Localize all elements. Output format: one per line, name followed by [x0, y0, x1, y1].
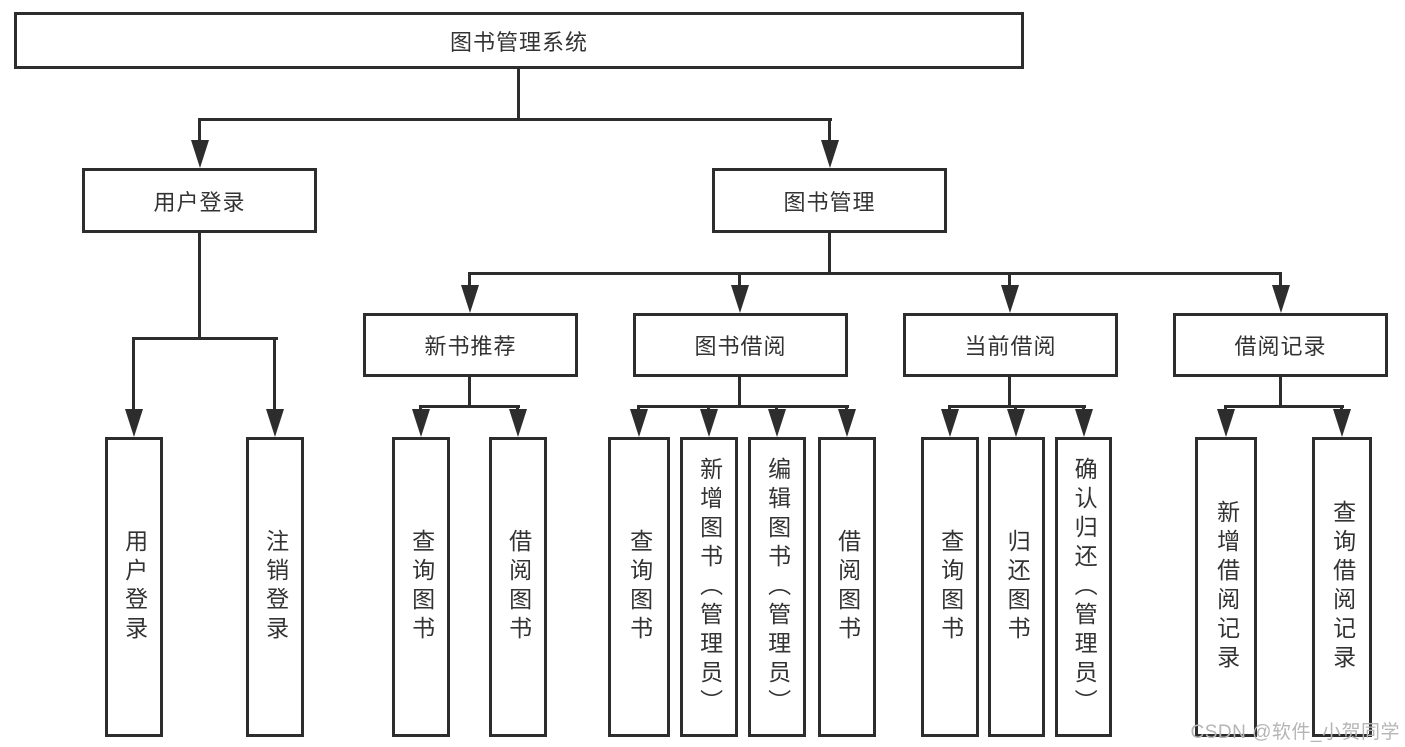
connector-arrow-stem: [198, 118, 201, 142]
node-current-borrow: 当前借阅: [903, 313, 1118, 377]
connector-stub: [1279, 377, 1282, 407]
connector-arrow-stem: [1279, 272, 1282, 289]
arrow-down-icon: [731, 285, 749, 313]
leaf-add-books-admin-label: 新增图书（管理员）: [696, 456, 723, 718]
connector-level2-hline: [198, 118, 832, 121]
leaf-borrow-books-label: 借阅图书: [834, 529, 861, 645]
node-borrow-records: 借阅记录: [1173, 313, 1388, 377]
leaf-query-borrow-record: 查询借阅记录: [1312, 437, 1372, 737]
arrow-down-icon: [125, 409, 143, 437]
leaf-query-borrow-record-label: 查询借阅记录: [1329, 500, 1356, 674]
connector-arrow-stem: [738, 272, 741, 289]
arrow-down-icon: [412, 409, 430, 437]
connector-arrow-stem: [273, 337, 276, 413]
arrow-down-icon: [1075, 409, 1093, 437]
arrow-down-icon: [509, 409, 527, 437]
leaf-return-books: 归还图书: [988, 437, 1045, 737]
connector-leaf-hline: [637, 405, 849, 408]
node-user-login-label: 用户登录: [153, 189, 246, 215]
node-new-book-recommend-label: 新书推荐: [424, 334, 517, 359]
leaf-query-books-current: 查询图书: [921, 437, 979, 737]
leaf-return-books-label: 归还图书: [1004, 529, 1031, 645]
arrow-down-icon: [1272, 285, 1290, 313]
leaf-query-books-current-label: 查询图书: [937, 529, 964, 645]
node-book-management: 图书管理: [712, 168, 947, 233]
arrow-down-icon: [700, 409, 718, 437]
connector-arrow-stem: [1008, 272, 1011, 289]
connector-stub: [1008, 377, 1011, 407]
connector-leaf-hline: [419, 405, 520, 408]
arrow-down-icon: [266, 409, 284, 437]
connector-user-login-vline: [198, 233, 201, 339]
node-new-book-recommend: 新书推荐: [363, 313, 578, 377]
arrow-down-icon: [630, 409, 648, 437]
leaf-query-books-recommend-label: 查询图书: [408, 529, 435, 645]
node-current-borrow-label: 当前借阅: [964, 334, 1057, 359]
leaf-logout: 注销登录: [246, 437, 304, 737]
leaf-borrow-books-recommend: 借阅图书: [489, 437, 547, 737]
arrow-down-icon: [1333, 409, 1351, 437]
connector-arrow-stem: [828, 118, 831, 142]
leaf-borrow-books-recommend-label: 借阅图书: [505, 529, 532, 645]
leaf-confirm-return-admin-label: 确认归还（管理员）: [1071, 456, 1098, 718]
node-book-borrow-label: 图书借阅: [694, 334, 787, 359]
connector-level3-hline: [468, 272, 1282, 275]
arrow-down-icon: [1217, 409, 1235, 437]
node-book-borrow: 图书借阅: [633, 313, 848, 377]
arrow-down-icon: [821, 140, 839, 168]
node-root-label: 图书管理系统: [449, 29, 588, 55]
leaf-borrow-books: 借阅图书: [818, 437, 876, 737]
leaf-query-books-borrow-label: 查询图书: [626, 529, 653, 645]
leaf-query-books-borrow: 查询图书: [608, 437, 670, 737]
leaf-confirm-return-admin: 确认归还（管理员）: [1055, 437, 1112, 737]
connector-leaf-hline: [1224, 405, 1344, 408]
connector-leaf-hline: [948, 405, 1086, 408]
arrow-down-icon: [768, 409, 786, 437]
connector-book-mgmt-vline: [828, 233, 831, 274]
leaf-user-login: 用户登录: [105, 437, 163, 737]
connector-stub: [468, 377, 471, 407]
leaf-add-borrow-record: 新增借阅记录: [1195, 437, 1257, 737]
arrow-down-icon: [1001, 285, 1019, 313]
leaf-add-borrow-record-label: 新增借阅记录: [1213, 500, 1240, 674]
node-root-system: 图书管理系统: [14, 12, 1024, 69]
node-user-login: 用户登录: [82, 168, 317, 233]
leaf-user-login-label: 用户登录: [121, 529, 148, 645]
arrow-down-icon: [461, 285, 479, 313]
connector-arrow-stem: [132, 337, 135, 413]
leaf-add-books-admin: 新增图书（管理员）: [680, 437, 738, 737]
arrow-down-icon: [1007, 409, 1025, 437]
leaf-edit-books-admin: 编辑图书（管理员）: [748, 437, 806, 737]
arrow-down-icon: [941, 409, 959, 437]
connector-root-vline: [517, 69, 520, 118]
arrow-down-icon: [838, 409, 856, 437]
connector-arrow-stem: [468, 272, 471, 289]
connector-user-login-hline: [132, 337, 278, 340]
leaf-query-books-recommend: 查询图书: [392, 437, 450, 737]
csdn-watermark: CSDN @软件_小贺同学: [1190, 722, 1400, 743]
leaf-edit-books-admin-label: 编辑图书（管理员）: [764, 456, 791, 718]
arrow-down-icon: [191, 140, 209, 168]
leaf-logout-label: 注销登录: [262, 529, 289, 645]
node-borrow-records-label: 借阅记录: [1234, 334, 1327, 359]
connector-stub: [738, 377, 741, 407]
node-book-management-label: 图书管理: [783, 189, 876, 215]
